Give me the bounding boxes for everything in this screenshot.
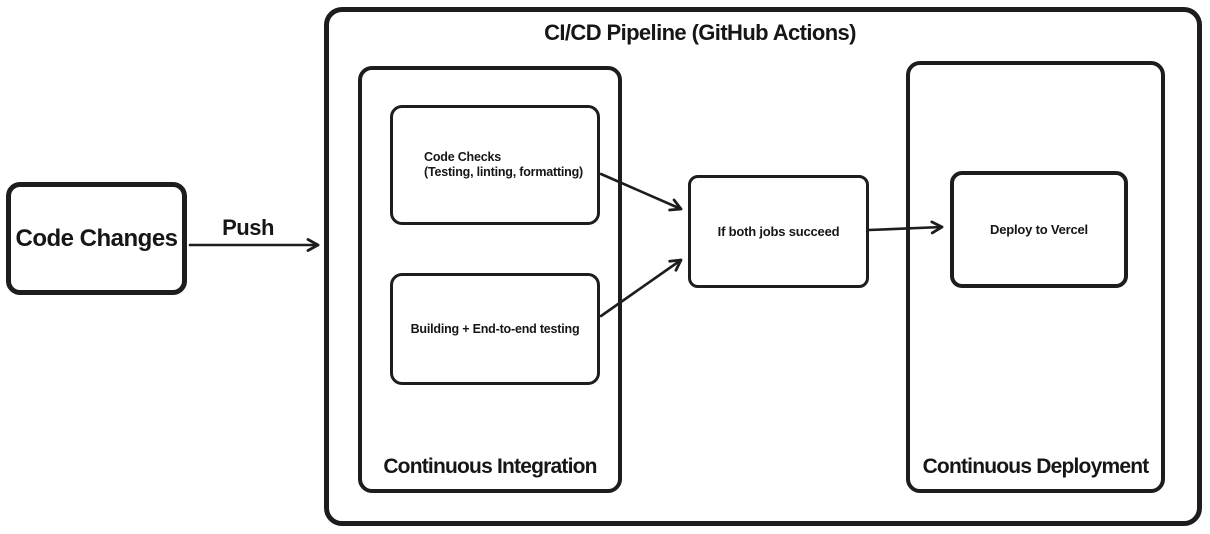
building-e2e-node: Building + End-to-end testing: [390, 273, 600, 385]
building-e2e-label: Building + End-to-end testing: [410, 322, 580, 336]
continuous-deployment-group: Continuous Deployment: [906, 61, 1165, 493]
code-changes-node: Code Changes: [6, 182, 187, 295]
code-checks-label: Code Checks (Testing, linting, formattin…: [424, 150, 583, 181]
code-checks-line2: (Testing, linting, formatting): [424, 165, 584, 179]
cicd-pipeline-group: [324, 7, 1202, 526]
if-both-jobs-succeed-label: If both jobs succeed: [717, 224, 840, 239]
code-checks-node: Code Checks (Testing, linting, formattin…: [390, 105, 600, 225]
code-checks-line1: Code Checks: [424, 149, 501, 164]
push-edge-label: Push: [219, 215, 277, 241]
deploy-to-vercel-label: Deploy to Vercel: [990, 222, 1088, 237]
if-both-jobs-succeed-node: If both jobs succeed: [688, 175, 869, 288]
pipeline-title: CI/CD Pipeline (GitHub Actions): [544, 20, 856, 45]
code-changes-label: Code Changes: [15, 224, 178, 252]
deploy-to-vercel-node: Deploy to Vercel: [950, 171, 1128, 288]
continuous-integration-label: Continuous Integration: [383, 455, 597, 478]
continuous-deployment-label: Continuous Deployment: [922, 455, 1150, 478]
